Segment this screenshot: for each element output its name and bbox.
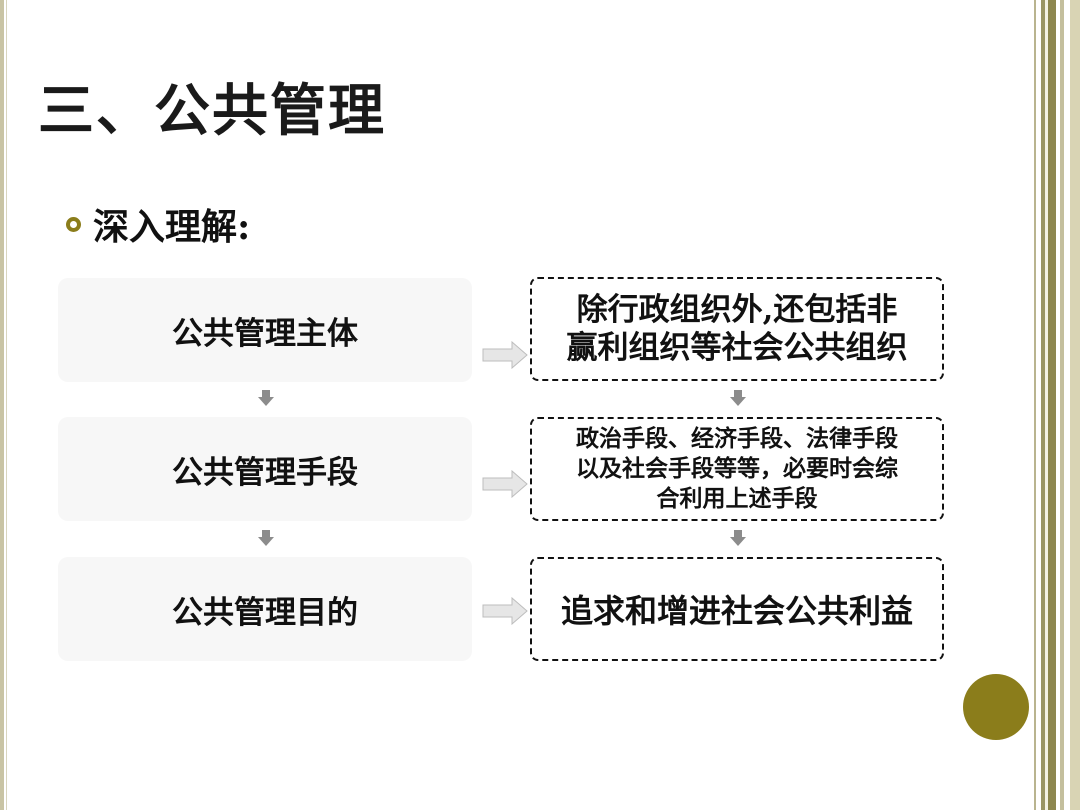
down-arrow-icon: [258, 390, 274, 406]
flow-right-box-means: 政治手段、经济手段、法律手段 以及社会手段等等，必要时会综 合利用上述手段: [530, 417, 944, 521]
flow-left-box-subject: 公共管理主体: [58, 278, 472, 382]
bullet-ring-icon: [66, 216, 81, 232]
right-arrow-icon: [482, 341, 528, 369]
right-box-line: 合利用上述手段: [656, 485, 818, 512]
flow-left-box-means: 公共管理手段: [58, 417, 472, 521]
down-arrow-icon: [258, 530, 274, 546]
flow-right-box-purpose: 追求和增进社会公共利益: [530, 557, 944, 661]
right-box-line: 赢利组织等社会公共组织: [566, 330, 908, 366]
flow-left-box-purpose: 公共管理目的: [58, 557, 472, 661]
down-arrow-icon: [730, 390, 746, 406]
flow-right-box-subject: 除行政组织外,还包括非 赢利组织等社会公共组织: [530, 277, 944, 381]
down-arrow-icon: [730, 530, 746, 546]
right-stripe-decoration: [1030, 0, 1080, 810]
decorative-circle: [963, 674, 1029, 740]
right-arrow-icon: [482, 597, 528, 625]
right-box-line: 追求和增进社会公共利益: [560, 592, 913, 630]
bullet-item: 深入理解:: [66, 200, 250, 248]
bullet-text: 深入理解:: [93, 206, 251, 248]
page-title: 三、公共管理: [38, 78, 386, 144]
right-box-line: 政治手段、经济手段、法律手段: [576, 425, 898, 452]
right-arrow-icon: [482, 470, 528, 498]
right-box-line: 以及社会手段等等，必要时会综: [576, 455, 898, 482]
left-border-decoration: [0, 0, 7, 810]
right-box-line: 除行政组织外,还包括非: [576, 292, 898, 328]
